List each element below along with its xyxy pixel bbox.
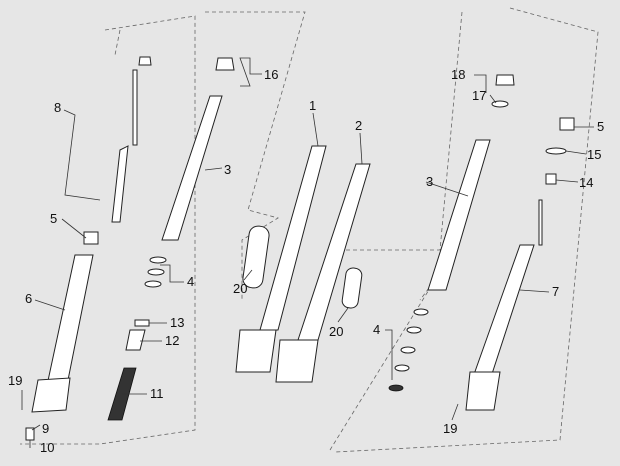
callout-18: 18 xyxy=(451,67,465,82)
part-top-cap xyxy=(138,56,152,66)
part-7-outer-tube xyxy=(471,244,535,381)
left-group-boundary xyxy=(20,15,196,445)
part-20-seal-b xyxy=(341,267,363,309)
callout-20-left: 20 xyxy=(233,281,247,296)
part-5-left xyxy=(83,231,99,245)
part-3-right-inner-tube xyxy=(427,139,491,291)
callout-13: 13 xyxy=(170,315,184,330)
center-right-boundary xyxy=(340,11,463,251)
part-3-inner-tube xyxy=(161,95,223,241)
part-4-right-ring-d xyxy=(394,364,410,372)
leader-lines xyxy=(21,57,594,448)
callout-19-right: 19 xyxy=(443,421,457,436)
part-1-fork-leg xyxy=(259,145,327,331)
part-6-outer-tube xyxy=(45,254,94,391)
far-right-group xyxy=(465,117,575,411)
callout-3-left: 3 xyxy=(224,162,231,177)
part-20-seal-a xyxy=(242,225,270,289)
part-4-right-ring-a xyxy=(413,308,429,316)
callout-5-left: 5 xyxy=(50,211,57,226)
callout-11: 11 xyxy=(150,386,164,401)
part-14-nut xyxy=(545,173,557,185)
callout-4-right: 4 xyxy=(373,322,380,337)
left-cartridge-group xyxy=(25,56,152,441)
callout-15: 15 xyxy=(587,147,601,162)
part-15-washer xyxy=(545,147,567,155)
part-18-cap xyxy=(495,74,515,86)
part-rod xyxy=(132,69,138,146)
callout-5-right: 5 xyxy=(597,119,604,134)
part-7-axle-lug xyxy=(465,371,501,411)
callout-2: 2 xyxy=(355,118,362,133)
callout-19-left: 19 xyxy=(8,373,22,388)
part-4-ring-a xyxy=(149,256,167,264)
callout-12: 12 xyxy=(165,333,179,348)
callout-8: 8 xyxy=(54,100,61,115)
part-4-ring-c xyxy=(144,280,162,288)
dash-8-top xyxy=(114,29,121,56)
callout-17: 17 xyxy=(472,88,486,103)
part-1-axle-lug xyxy=(235,329,277,373)
center-left-tube-group xyxy=(144,57,235,288)
callout-7: 7 xyxy=(552,284,559,299)
callout-20-right: 20 xyxy=(329,324,343,339)
callout-16: 16 xyxy=(264,67,278,82)
right-group-boundary xyxy=(334,7,599,453)
center-forks xyxy=(235,145,371,383)
callout-3-right: 3 xyxy=(426,174,433,189)
part-13 xyxy=(134,319,150,327)
part-4-right-ring-b xyxy=(406,326,422,334)
part-2-axle-lug xyxy=(275,339,319,383)
part-rod-right xyxy=(538,199,543,246)
part-4-right-ring-c xyxy=(400,346,416,354)
part-12 xyxy=(125,329,146,351)
part-17-oring xyxy=(491,100,509,108)
callout-14: 14 xyxy=(579,175,593,190)
part-6-axle-end xyxy=(31,377,71,413)
part-4-ring-b xyxy=(147,268,165,276)
callout-4-left: 4 xyxy=(187,274,194,289)
right-tube-group xyxy=(388,74,515,392)
part-4-right-ring-e xyxy=(388,384,404,392)
callout-9: 9 xyxy=(42,421,49,436)
part-5-right xyxy=(559,117,575,131)
callout-10: 10 xyxy=(40,440,54,455)
callout-labels: 1 2 3 3 4 4 5 5 6 7 8 9 10 11 12 13 14 1… xyxy=(8,67,604,455)
callout-1: 1 xyxy=(309,98,316,113)
part-cartridge xyxy=(111,145,129,223)
callout-6: 6 xyxy=(25,291,32,306)
part-16-cap xyxy=(215,57,235,71)
